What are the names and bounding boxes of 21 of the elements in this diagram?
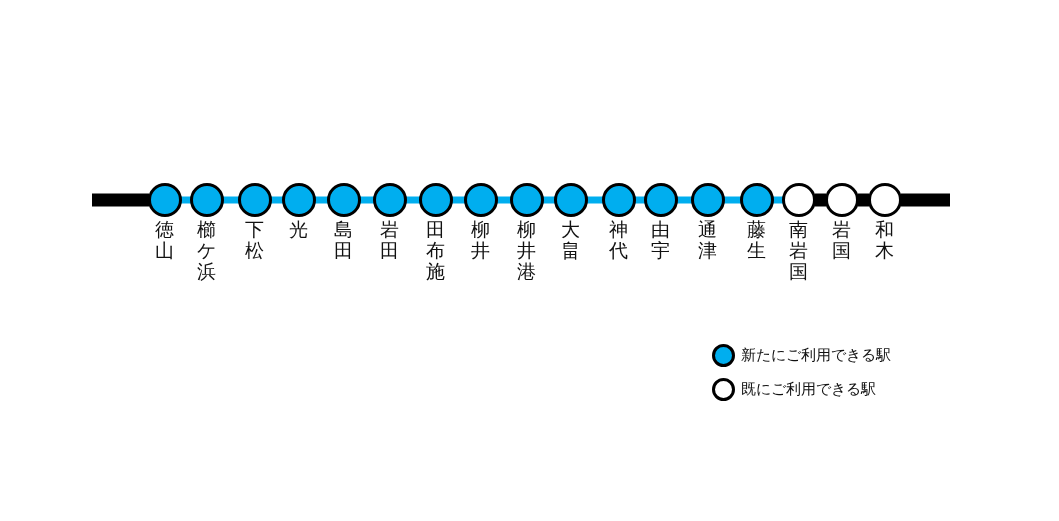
rail-line xyxy=(92,193,149,207)
rail-line xyxy=(901,193,950,207)
station-name: 田布施 xyxy=(426,219,445,282)
station-name: 下松 xyxy=(245,219,264,261)
station-name: 藤生 xyxy=(747,219,766,261)
station-name: 岩国 xyxy=(832,219,851,261)
station-name: 通津 xyxy=(698,219,717,261)
station-name: 柳井 xyxy=(471,219,490,261)
legend-text: 既にご利用できる駅 xyxy=(741,380,876,399)
station-name: 神代 xyxy=(609,219,628,261)
station-name: 櫛ケ浜 xyxy=(197,219,216,282)
legend-text: 新たにご利用できる駅 xyxy=(741,346,891,365)
station-name: 柳井港 xyxy=(517,219,536,282)
station-name: 光 xyxy=(289,219,308,240)
station-name: 大畠 xyxy=(561,219,580,261)
station-name: 南岩国 xyxy=(789,219,808,282)
station-name: 和木 xyxy=(875,219,894,261)
station-name: 由宇 xyxy=(651,219,670,261)
station-name: 徳山 xyxy=(155,219,174,261)
station-name: 岩田 xyxy=(380,219,399,261)
station-name: 島田 xyxy=(334,219,353,261)
